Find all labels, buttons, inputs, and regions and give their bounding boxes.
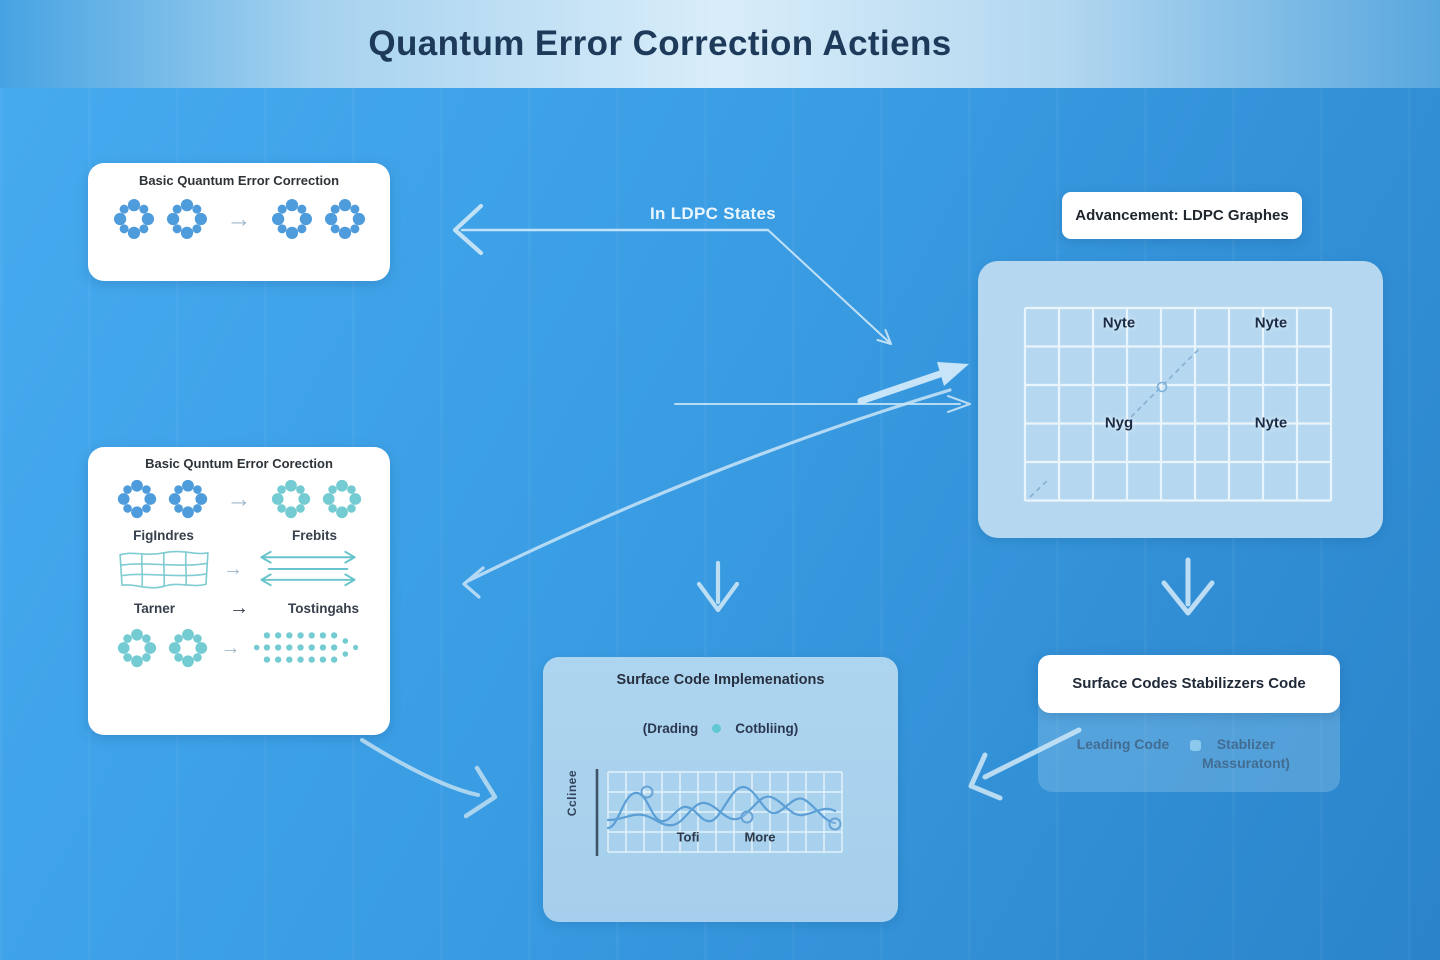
dashed-diagonal-icon bbox=[1029, 346, 1202, 498]
page-title: Quantum Error Correction Actiens bbox=[368, 24, 952, 63]
right-arrow-icon: → bbox=[226, 484, 252, 513]
basic-qec-card-left: Basic Quntum Error Corection → FigIndres… bbox=[88, 447, 390, 735]
right-arrow-icon: → bbox=[226, 204, 252, 233]
header-banner: Quantum Error Correction Actiens bbox=[0, 0, 1440, 88]
qubit-row: → bbox=[111, 196, 368, 242]
double-arrow-lines-icon bbox=[260, 550, 356, 587]
stabilizer-bullet-icon bbox=[1190, 740, 1201, 751]
qubit-ring-icon bbox=[113, 198, 154, 240]
chart-xtick: Tofi bbox=[676, 829, 700, 845]
lattice-row: → bbox=[115, 548, 363, 590]
chart-xtick: More bbox=[744, 829, 776, 845]
arrow-horizontal-right-icon bbox=[674, 395, 971, 413]
grid-label: Nyte bbox=[1102, 314, 1136, 332]
qubit-ring-icon bbox=[322, 479, 361, 519]
card-title: Advancement: LDPC Graphes bbox=[1075, 207, 1289, 224]
qubit-ring-icon bbox=[168, 479, 207, 519]
legend-left-label: (Drading bbox=[642, 721, 699, 736]
lattice-grid-icon bbox=[1023, 306, 1333, 502]
legend-right-label: Cotbliing) bbox=[735, 721, 799, 736]
label-tarner: Tarner bbox=[133, 600, 175, 616]
ldpc-arrow-label: In LDPC States bbox=[649, 204, 777, 223]
right-arrow-icon: → bbox=[229, 597, 249, 619]
basic-qec-card-top: Basic Quantum Error Correction → bbox=[88, 163, 390, 281]
qubit-ring-icon bbox=[166, 198, 207, 240]
grid-label: Nyte bbox=[1254, 414, 1288, 432]
arrow-down-center-icon bbox=[696, 560, 740, 613]
label-row: Tarner → Tostingahs bbox=[88, 598, 390, 618]
qubit-ring-icon bbox=[117, 628, 156, 667]
chart-title: Surface Code Implemenations bbox=[616, 672, 825, 688]
qubit-ring-icon bbox=[324, 198, 365, 240]
wavy-line-chart-icon bbox=[595, 769, 843, 856]
stabilizer-item-left: Leading Code bbox=[1076, 736, 1170, 752]
label-row: FigIndres Frebits bbox=[88, 528, 390, 543]
right-arrow-icon: → bbox=[223, 558, 243, 580]
qubit-ring-icon bbox=[117, 479, 156, 519]
right-arrow-icon: → bbox=[220, 636, 241, 659]
arrow-box-to-chart-icon bbox=[360, 738, 498, 819]
card-title: Basic Quantum Error Correction bbox=[138, 173, 340, 188]
stabilizer-title-card: Surface Codes Stabilizzers Code bbox=[1038, 655, 1340, 713]
grid-label: Nyg bbox=[1104, 414, 1134, 432]
arrow-long-curve-left-icon bbox=[462, 388, 952, 599]
stabilizer-item-right: Stablizer Massuratont) bbox=[1202, 736, 1290, 771]
ldpc-grid-panel: Nyte Nyte Nyg Nyte bbox=[978, 261, 1383, 538]
qubit-ring-icon bbox=[271, 479, 310, 519]
grid-label: Nyte bbox=[1254, 314, 1288, 332]
qubit-row: → bbox=[115, 624, 364, 671]
surface-code-chart-panel: Surface Code Implemenations (Drading Cot… bbox=[543, 657, 898, 922]
label-figindres: FigIndres bbox=[133, 528, 194, 543]
legend-dot-icon bbox=[712, 724, 722, 733]
data-point-markers bbox=[640, 785, 842, 831]
arrow-ldpc-left-icon bbox=[452, 203, 892, 345]
dot-matrix-icon bbox=[253, 632, 358, 663]
arrow-down-right-icon bbox=[1161, 557, 1215, 616]
advancement-card: Advancement: LDPC Graphes bbox=[1062, 192, 1302, 239]
label-tostingahs: Tostingahs bbox=[287, 600, 359, 616]
qubit-ring-icon bbox=[168, 628, 207, 667]
qubit-row: → bbox=[115, 477, 364, 521]
qubit-ring-icon bbox=[271, 198, 312, 240]
arrow-thick-right-icon bbox=[857, 362, 969, 405]
card-title: Basic Quntum Error Corection bbox=[145, 456, 333, 471]
chart-legend: (Drading Cotbliing) bbox=[543, 721, 898, 736]
card-title: Surface Codes Stabilizzers Code bbox=[1072, 674, 1306, 692]
label-frebits: Frebits bbox=[291, 528, 337, 543]
wavy-grid-icon bbox=[119, 550, 209, 589]
